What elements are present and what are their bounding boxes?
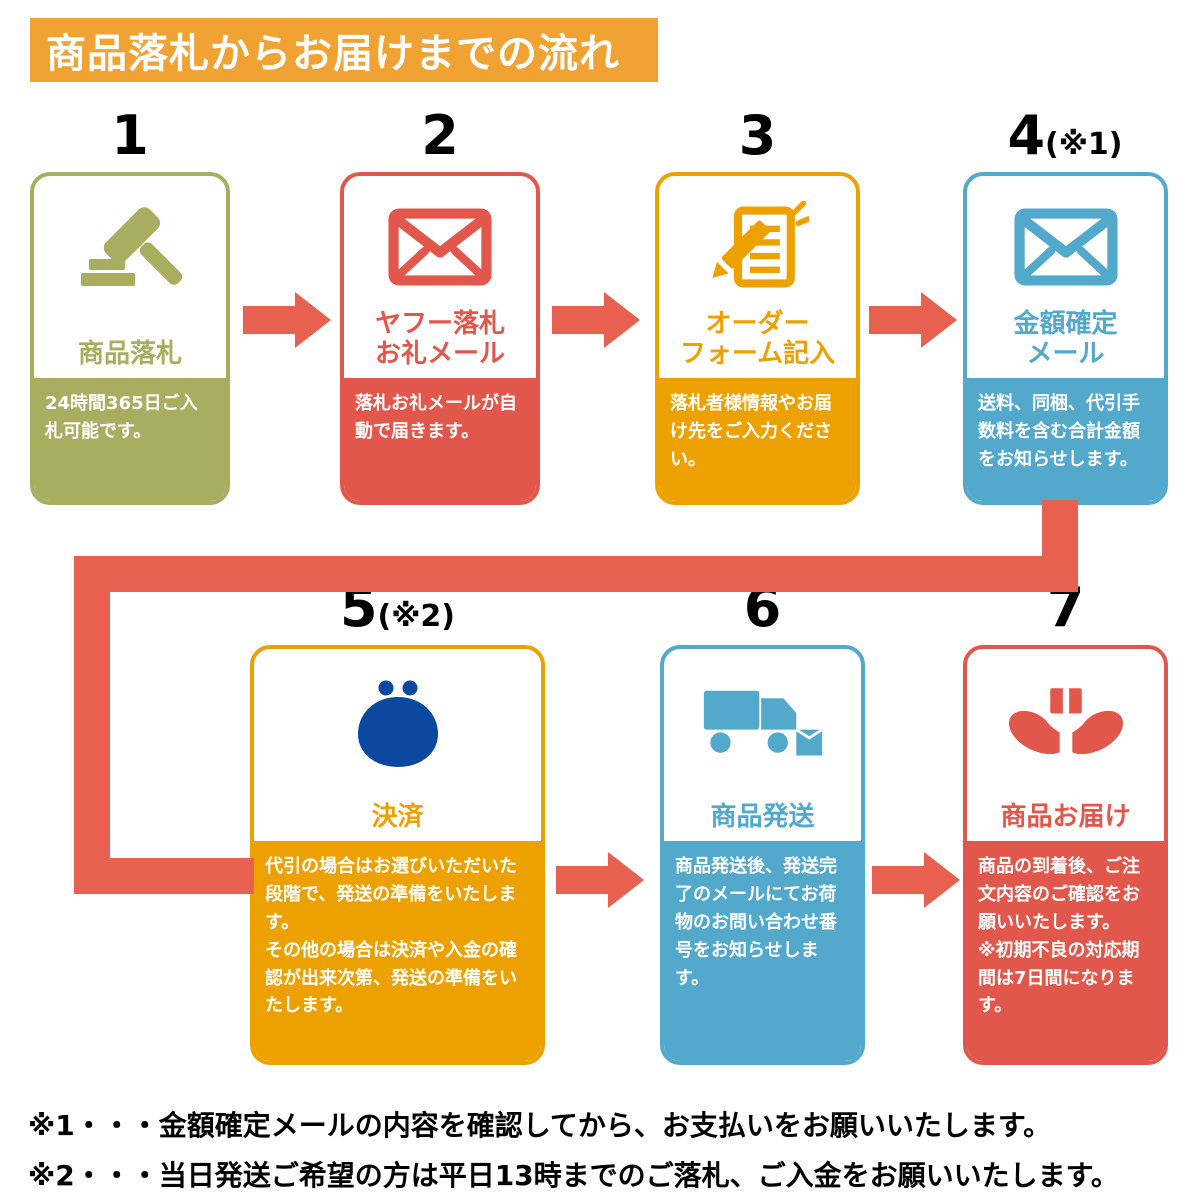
step-number-4: 4(※1) (1007, 104, 1123, 167)
step-number-3: 3 (738, 104, 777, 167)
step-title: 決済 (371, 802, 424, 833)
step-card-delivery: 商品お届け 商品の到着後、ご注文内容のご確認をお願いいたします。 ※初期不良の対… (963, 645, 1168, 1065)
step-title: オーダー フォーム記入 (679, 309, 836, 370)
connector-segment (74, 556, 1078, 592)
arrow-right-icon (872, 852, 960, 908)
page-title: 商品落札からお届けまでの流れ (30, 18, 658, 82)
hands-box-icon (967, 649, 1164, 791)
footnote-1: ※1・・・金額確定メールの内容を確認してから、お支払いをお願いいたします。 (28, 1109, 1052, 1142)
arrow-right-icon (243, 292, 331, 348)
step-description: 24時間365日ご入札可能です。 (34, 378, 226, 501)
connector-segment (74, 556, 110, 894)
purse-icon (254, 649, 541, 791)
arrow-right-icon (556, 852, 644, 908)
step-title: ヤフー落札 お礼メール (374, 309, 505, 370)
mail-icon (344, 176, 536, 308)
step-card-thankyou-mail: ヤフー落札 お礼メール 落札お礼メールが自動で届きます。 (340, 172, 540, 505)
form-pencil-icon (659, 176, 856, 308)
step-card-total-mail: 金額確定 メール 送料、同梱、代引手数料を含む合計金額をお知らせします。 (963, 172, 1168, 505)
step-title: 商品落札 (77, 339, 182, 370)
step-card-shipping: 商品発送 商品発送後、発送完了のメールにてお荷物のお問い合わせ番号をお知らせしま… (660, 645, 865, 1065)
step-number-1: 1 (111, 104, 149, 167)
step-description: 商品発送後、発送完了のメールにてお荷物のお問い合わせ番号をお知らせします。 (664, 841, 861, 1061)
mail-icon (967, 176, 1164, 308)
step-title: 商品発送 (710, 802, 815, 833)
arrow-right-icon (869, 292, 957, 348)
step-description: 代引の場合はお選びいただいた段階で、発送の準備をいたします。 その他の場合は決済… (254, 841, 541, 1061)
step-description: 送料、同梱、代引手数料を含む合計金額をお知らせします。 (967, 378, 1164, 501)
step-number-2: 2 (421, 104, 459, 167)
footnote-2: ※2・・・当日発送ご希望の方は平日13時までのご落札、ご入金をお願いいたします。 (28, 1159, 1119, 1192)
connector-segment (74, 858, 254, 894)
step-title: 金額確定 メール (1013, 309, 1118, 370)
step-card-auction-win: 商品落札 24時間365日ご入札可能です。 (30, 172, 230, 505)
step-description: 商品の到着後、ご注文内容のご確認をお願いいたします。 ※初期不良の対応期間は7日… (967, 841, 1164, 1061)
step-card-order-form: オーダー フォーム記入 落札者様情報やお届け先をご入力ください。 (655, 172, 860, 505)
truck-icon (664, 649, 861, 791)
arrow-right-icon (552, 292, 640, 348)
step-card-payment: 決済 代引の場合はお選びいただいた段階で、発送の準備をいたします。 その他の場合… (250, 645, 545, 1065)
step-description: 落札者様情報やお届け先をご入力ください。 (659, 378, 856, 501)
step-description: 落札お礼メールが自動で届きます。 (344, 378, 536, 501)
step-title: 商品お届け (1000, 802, 1131, 833)
gavel-icon (34, 176, 226, 308)
